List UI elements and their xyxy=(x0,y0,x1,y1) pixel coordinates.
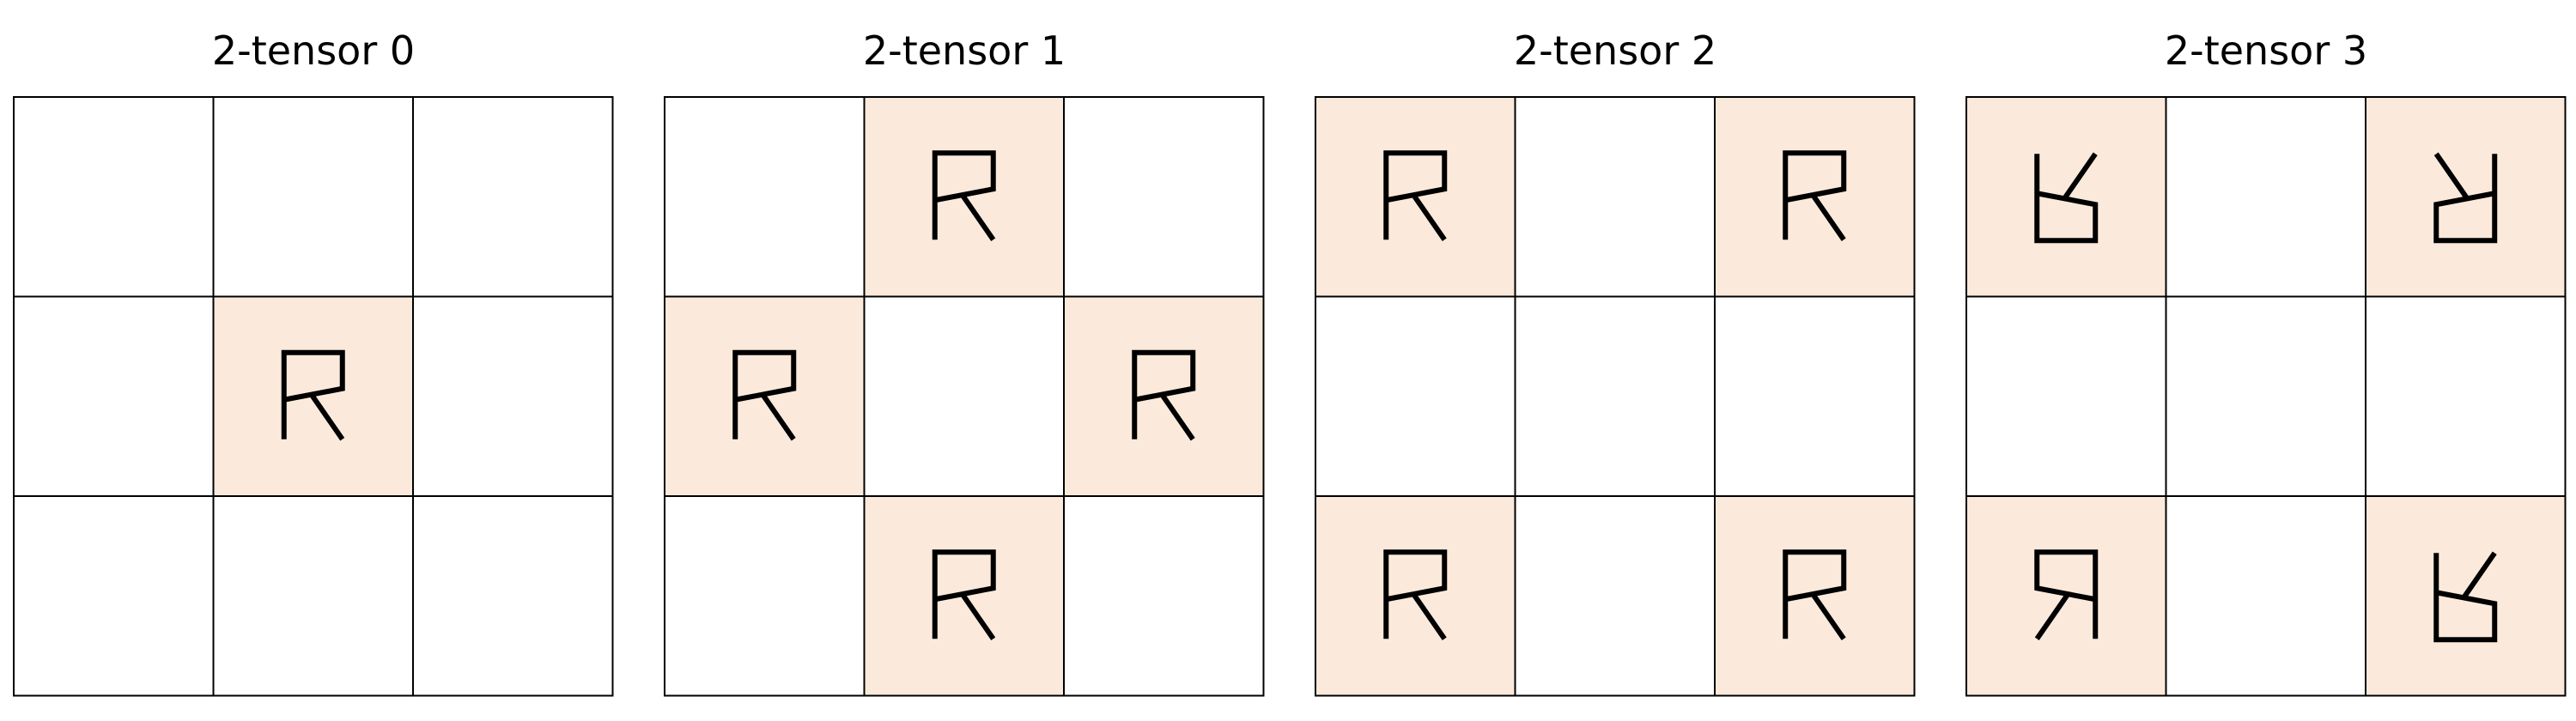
grid-cell-empty xyxy=(2165,295,2366,497)
grid-1 xyxy=(664,96,1265,697)
grid-cell-empty xyxy=(212,495,414,697)
flag-glyph-icon xyxy=(732,349,797,441)
grid-cell-empty xyxy=(1514,295,1716,497)
grid-cell-empty xyxy=(863,295,1065,497)
grid-cell-empty xyxy=(664,495,866,697)
flag-glyph-icon xyxy=(1383,549,1448,640)
flag-glyph-icon xyxy=(281,349,345,441)
grid-cell-empty xyxy=(2365,295,2567,497)
panel-title-2: 2-tensor 2 xyxy=(1514,27,1716,74)
flag-glyph-icon xyxy=(2433,152,2498,244)
grid-cell-empty xyxy=(1063,495,1265,697)
panel-title-3: 2-tensor 3 xyxy=(2165,27,2367,74)
grid-cell-empty xyxy=(412,295,614,497)
grid-cell-empty xyxy=(664,96,866,298)
grid-cell-empty xyxy=(1315,295,1516,497)
grid-3 xyxy=(1965,96,2567,697)
panel-1: 2-tensor 1 xyxy=(664,27,1265,697)
grid-cell-empty xyxy=(1514,96,1716,298)
grid-0 xyxy=(13,96,614,697)
flag-glyph-icon xyxy=(1132,349,1196,441)
grid-cell-empty xyxy=(2165,495,2366,697)
panel-title-0: 2-tensor 0 xyxy=(212,27,415,74)
grid-cell-empty xyxy=(412,495,614,697)
grid-cell-empty xyxy=(13,295,215,497)
grid-cell-empty xyxy=(1965,295,2167,497)
grid-cell-empty xyxy=(1514,495,1716,697)
flag-glyph-icon xyxy=(1783,549,1847,640)
grid-cell-empty xyxy=(1063,96,1265,298)
flag-glyph-icon xyxy=(2433,551,2498,643)
grid-cell-empty xyxy=(1714,295,1916,497)
flag-glyph-icon xyxy=(932,150,996,241)
flag-glyph-icon xyxy=(932,549,996,640)
flag-glyph-icon xyxy=(2034,549,2099,640)
flag-glyph-icon xyxy=(2034,152,2099,244)
flag-glyph-icon xyxy=(1383,150,1448,241)
grid-cell-empty xyxy=(2165,96,2366,298)
panel-0: 2-tensor 0 xyxy=(13,27,614,697)
grid-cell-empty xyxy=(412,96,614,298)
grid-cell-empty xyxy=(212,96,414,298)
grid-2 xyxy=(1315,96,1916,697)
panel-3: 2-tensor 3 xyxy=(1965,27,2567,697)
grid-cell-empty xyxy=(13,96,215,298)
flag-glyph-icon xyxy=(1783,150,1847,241)
grid-cell-empty xyxy=(13,495,215,697)
panel-title-1: 2-tensor 1 xyxy=(863,27,1066,74)
panel-2: 2-tensor 2 xyxy=(1315,27,1916,697)
